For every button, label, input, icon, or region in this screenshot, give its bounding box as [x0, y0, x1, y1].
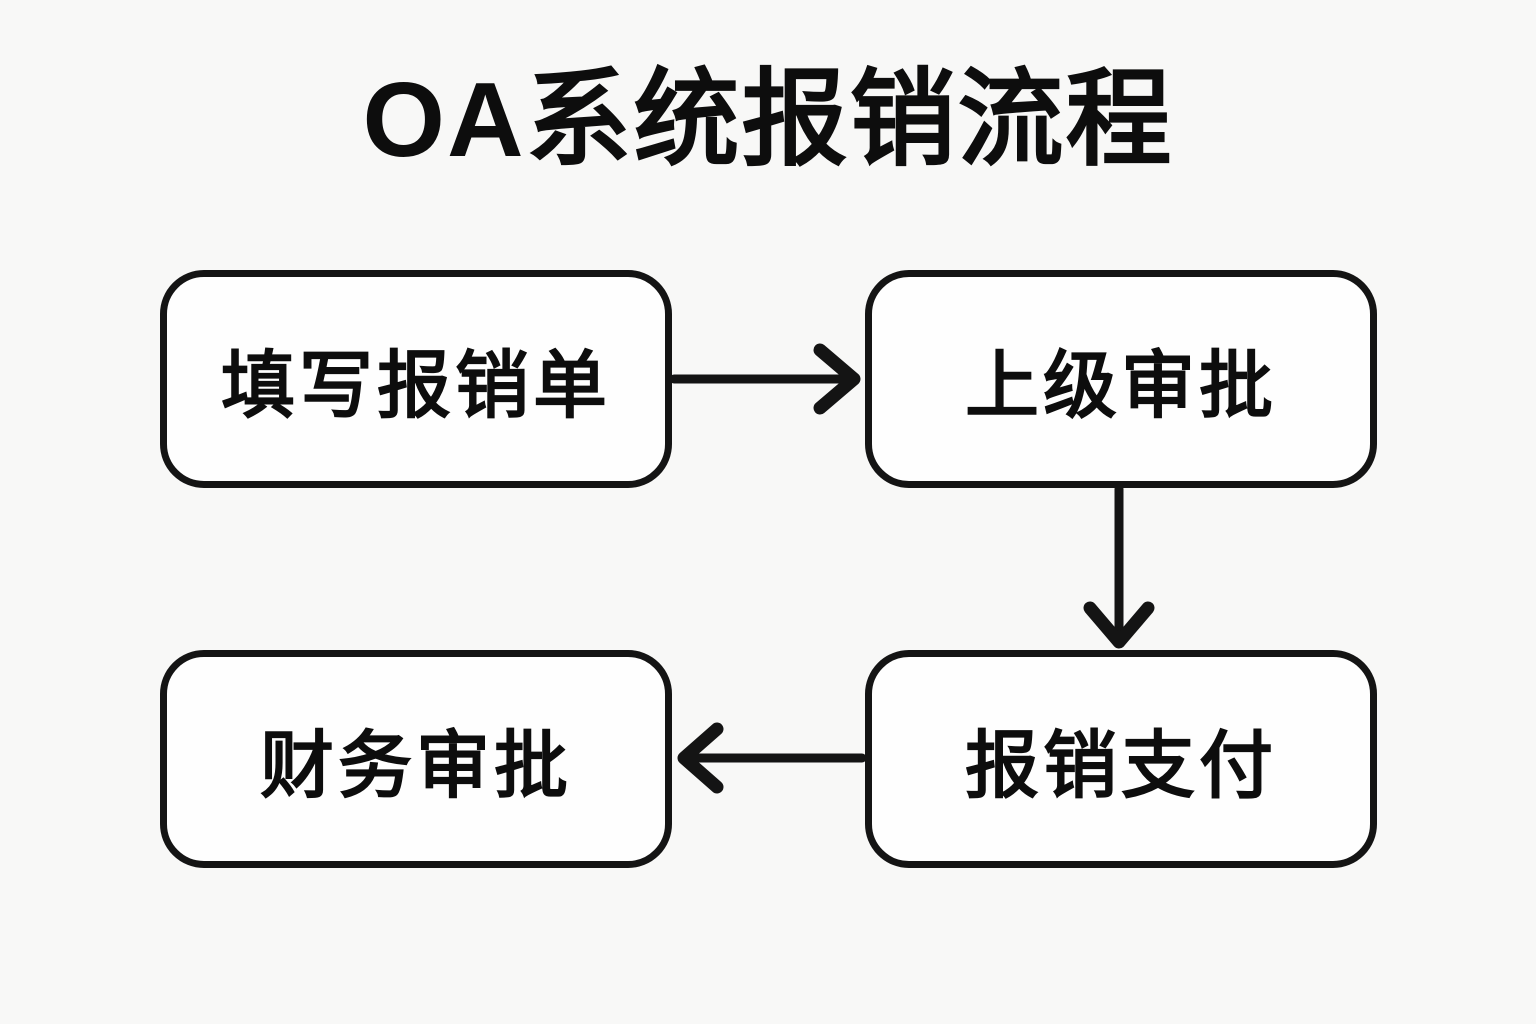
node-fill-form-label: 填写报销单: [221, 343, 611, 427]
diagram-title: OA系统报销流程: [362, 61, 1174, 179]
node-manager-approval-label: 上级审批: [965, 343, 1277, 427]
arrow-right-icon: [669, 343, 861, 415]
node-manager-approval: 上级审批: [865, 270, 1377, 488]
arrow-left-icon: [677, 722, 867, 794]
node-finance-approval: 财务审批: [160, 650, 672, 868]
node-payment-label: 报销支付: [965, 723, 1277, 807]
node-payment: 报销支付: [865, 650, 1377, 868]
node-fill-form: 填写报销单: [160, 270, 672, 488]
arrow-down-icon: [1083, 484, 1155, 649]
node-finance-approval-label: 财务审批: [260, 723, 572, 807]
